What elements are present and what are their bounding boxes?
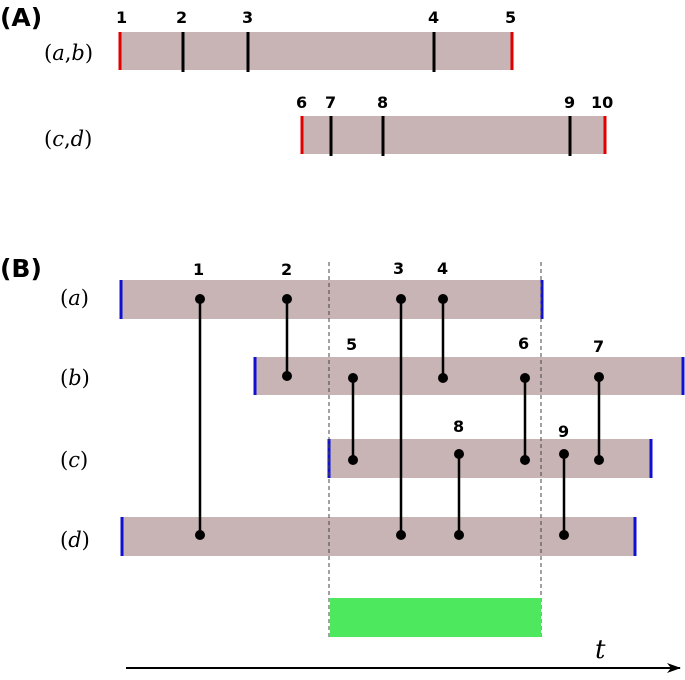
link-2 xyxy=(282,294,292,381)
interval-bar-cd xyxy=(302,116,605,154)
link-number-2: 2 xyxy=(281,260,292,279)
interval-bar-ab xyxy=(120,32,512,70)
tick-number-10: 10 xyxy=(591,93,613,112)
interval-bar-d xyxy=(122,517,635,556)
tick-number-5: 5 xyxy=(505,8,516,27)
panel-a-label: (A) xyxy=(0,3,42,32)
tick-number-7: 7 xyxy=(325,93,336,112)
link-number-9: 9 xyxy=(558,422,569,441)
interval-bar-a xyxy=(121,280,542,319)
row-label-b: (b) xyxy=(60,366,90,390)
link-number-1: 1 xyxy=(193,260,204,279)
link-number-4: 4 xyxy=(437,259,448,278)
row-label-c: (c) xyxy=(60,448,88,472)
link-9 xyxy=(559,449,569,540)
link-number-6: 6 xyxy=(518,334,529,353)
row-label-ab: (a,b) xyxy=(44,41,93,65)
link-number-8: 8 xyxy=(453,417,464,436)
tick-number-6: 6 xyxy=(296,93,307,112)
link-3 xyxy=(396,294,406,540)
time-axis-label: t xyxy=(595,635,606,665)
row-label-d: (d) xyxy=(60,528,90,552)
link-number-7: 7 xyxy=(593,337,604,356)
link-1 xyxy=(195,294,205,540)
row-label-a: (a) xyxy=(60,286,89,310)
tick-number-3: 3 xyxy=(242,8,253,27)
link-7 xyxy=(594,372,604,465)
tick-number-9: 9 xyxy=(564,93,575,112)
link-5 xyxy=(348,373,358,465)
tick-number-8: 8 xyxy=(377,93,388,112)
interval-bar-b xyxy=(255,357,683,395)
link-4 xyxy=(438,294,448,383)
window-highlight xyxy=(330,598,541,637)
panel-b-label: (B) xyxy=(0,254,42,283)
link-8 xyxy=(454,449,464,540)
link-6 xyxy=(520,373,530,465)
tick-number-2: 2 xyxy=(176,8,187,27)
row-label-cd: (c,d) xyxy=(44,127,92,151)
tick-number-4: 4 xyxy=(428,8,439,27)
link-number-5: 5 xyxy=(346,335,357,354)
tick-number-1: 1 xyxy=(116,8,127,27)
link-number-3: 3 xyxy=(393,259,404,278)
